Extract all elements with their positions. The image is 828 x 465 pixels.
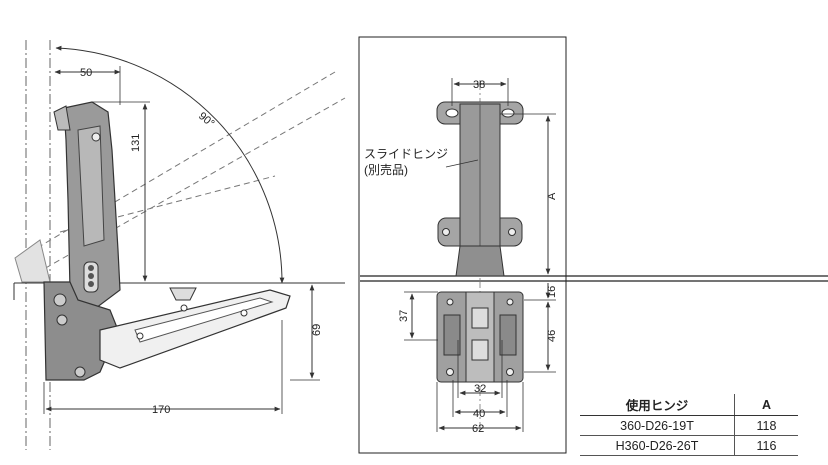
dim-131-label: 131 <box>130 134 142 152</box>
dim-50-label: 50 <box>80 67 92 79</box>
cell-a: 118 <box>734 415 798 436</box>
cell-hinge: 360-D26-19T <box>580 415 735 436</box>
callout-slide-hinge: スライドヒンジ <box>364 147 448 161</box>
dim-32-label: 32 <box>474 383 486 395</box>
lift-mechanism <box>43 101 121 381</box>
dim-angle-label: 90° <box>196 110 216 130</box>
hinge-spec-table: 使用ヒンジ A 360-D26-19T 118 H360-D26-26T 116 <box>580 394 798 456</box>
dim-37-label: 37 <box>398 310 410 322</box>
dim-170-label: 170 <box>152 404 170 416</box>
door-edge <box>14 239 51 283</box>
angle-arc <box>55 45 285 284</box>
dim-16-label: 16 <box>546 286 558 298</box>
dim-62-label: 62 <box>472 423 484 435</box>
dim-46-label: 46 <box>546 330 558 342</box>
table-row: H360-D26-26T 116 <box>580 435 798 456</box>
cell-a: 116 <box>734 435 798 456</box>
dim-40-label: 40 <box>473 408 485 420</box>
table-row: 360-D26-19T 118 <box>580 415 798 436</box>
table-header-row: 使用ヒンジ A <box>580 394 798 416</box>
side-view: 90° 50 131 <box>13 40 346 450</box>
cabinet-base-plate <box>436 291 524 383</box>
front-view: 38 A 16 46 37 32 40 62 スライドヒンジ (別売品) <box>358 36 828 454</box>
support-arm <box>99 287 291 369</box>
dim-38-label: 38 <box>473 79 485 91</box>
header-hinge: 使用ヒンジ <box>580 394 735 416</box>
dim-a-label: A <box>546 192 558 200</box>
callout-leader <box>445 159 479 168</box>
header-a: A <box>734 394 798 416</box>
door-mount-plate <box>436 101 524 277</box>
callout-sold-separately: (別売品) <box>364 162 408 177</box>
front-view-frame <box>358 36 567 454</box>
cell-hinge: H360-D26-26T <box>580 435 735 456</box>
dim-69-label: 69 <box>311 324 323 336</box>
